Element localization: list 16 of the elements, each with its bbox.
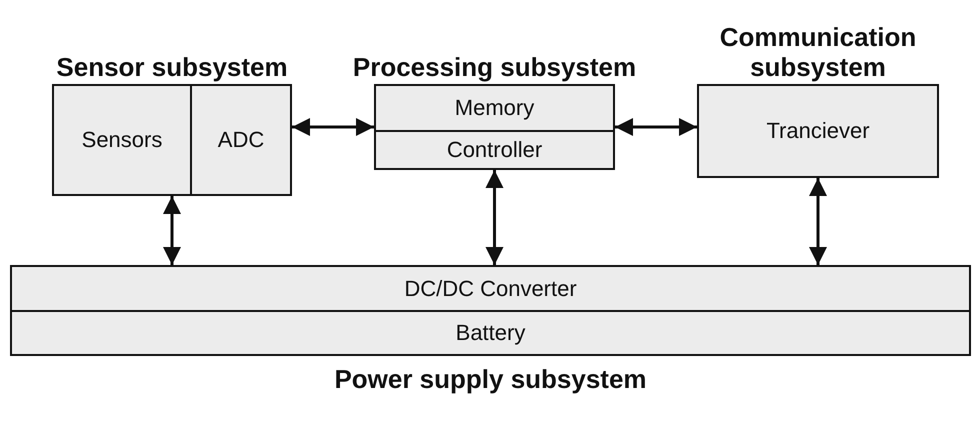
double-arrow (292, 118, 374, 136)
subsystem-heading: Sensor subsystem (55, 52, 289, 82)
subsystem-heading: Power supply subsystem (333, 364, 648, 394)
double-arrow (809, 178, 827, 265)
double-arrow (163, 196, 181, 265)
double-arrow (615, 118, 697, 136)
component-label: Tranciever (765, 118, 871, 144)
component-label: Controller (446, 137, 542, 163)
component-label: ADC (218, 127, 264, 153)
subsystem-heading: Processing subsystem (352, 52, 638, 82)
component-label: Sensors (82, 127, 162, 153)
subsystem-heading: Communication subsystem (718, 22, 918, 82)
double-arrow (486, 170, 504, 265)
component-label: DC/DC Converter (404, 276, 577, 302)
component-label: Battery (456, 320, 526, 346)
component-label: Memory (454, 95, 534, 121)
